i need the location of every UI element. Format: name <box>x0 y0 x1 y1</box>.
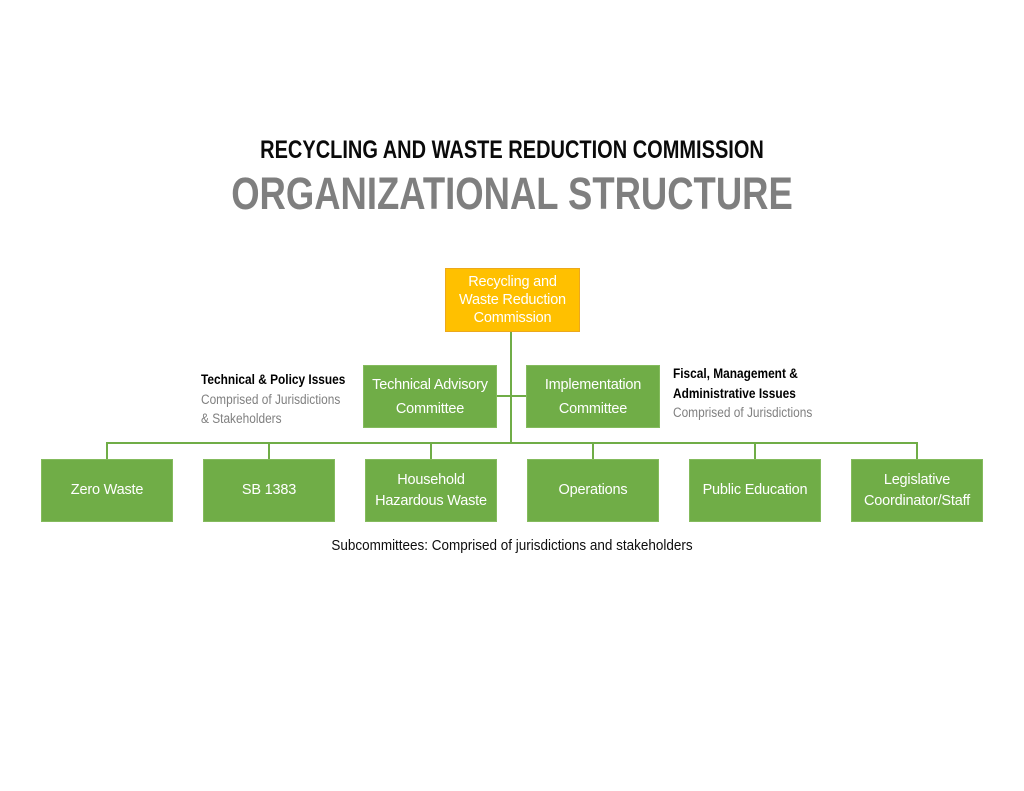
org-node-sb-1383: SB 1383 <box>203 459 335 522</box>
connector-bus-horizontal <box>106 442 918 444</box>
connector-drop-sb1383 <box>268 442 270 460</box>
annotation-fiscal-management-title-line1: Fiscal, Management & <box>673 366 798 381</box>
connector-drop-household-hazardous-waste <box>430 442 432 460</box>
annotation-fiscal-management-line1: Comprised of Jurisdictions <box>673 405 813 420</box>
connector-drop-zero-waste <box>106 442 108 460</box>
org-node-implementation-committee: Implementation Committee <box>526 365 660 428</box>
org-node-operations: Operations <box>527 459 659 522</box>
org-node-legislative-coordinator-staff: Legislative Coordinator/Staff <box>851 459 983 522</box>
connector-root-vertical <box>510 331 512 443</box>
org-node-household-hazardous-waste: Household Hazardous Waste <box>365 459 497 522</box>
connector-drop-public-education <box>754 442 756 460</box>
connector-committee-stub <box>496 395 527 397</box>
annotation-technical-policy-title: Technical & Policy Issues <box>201 372 346 387</box>
subcommittees-caption: Subcommittees: Comprised of jurisdiction… <box>331 538 693 554</box>
org-node-technical-advisory-committee: Technical Advisory Committee <box>363 365 497 428</box>
connector-drop-operations <box>592 442 594 460</box>
annotation-fiscal-management-title-line2: Administrative Issues <box>673 385 796 401</box>
annotation-technical-policy: Technical & Policy Issues Comprised of J… <box>201 370 345 429</box>
connector-drop-legislative <box>916 442 918 460</box>
annotation-fiscal-management: Fiscal, Management & Administrative Issu… <box>673 364 812 423</box>
org-node-zero-waste: Zero Waste <box>41 459 173 522</box>
annotation-technical-policy-line1: Comprised of Jurisdictions <box>201 391 341 407</box>
page-title: RECYCLING AND WASTE REDUCTION COMMISSION <box>260 136 764 164</box>
org-node-public-education: Public Education <box>689 459 821 522</box>
page-subtitle: ORGANIZATIONAL STRUCTURE <box>231 168 793 219</box>
annotation-technical-policy-line2: & Stakeholders <box>201 411 282 426</box>
org-node-commission: Recycling and Waste Reduction Commission <box>445 268 580 332</box>
